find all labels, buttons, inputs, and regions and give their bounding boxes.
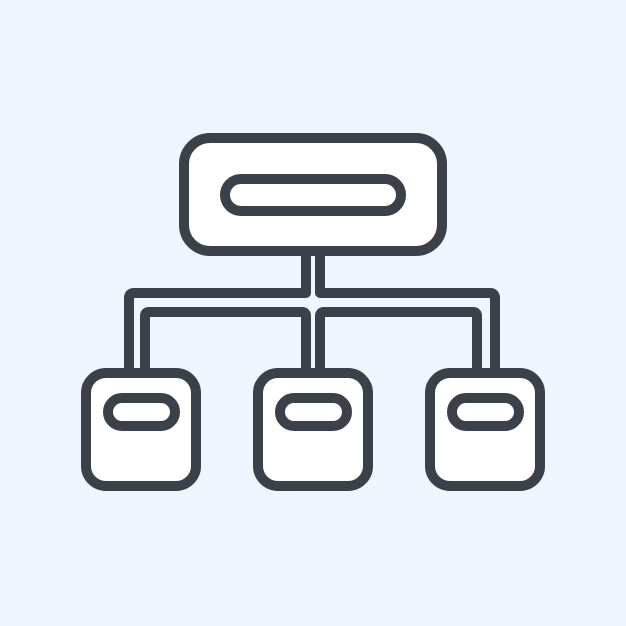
child-node-label-bar-left: [103, 393, 180, 431]
root-node-label-bar: [220, 174, 406, 216]
connector-outer-line: [124, 247, 500, 377]
child-node-label-bar-right: [447, 393, 524, 431]
child-node-label-bar-center: [275, 393, 352, 431]
root-node-box: [179, 133, 447, 256]
connector-inner-line: [140, 307, 482, 377]
